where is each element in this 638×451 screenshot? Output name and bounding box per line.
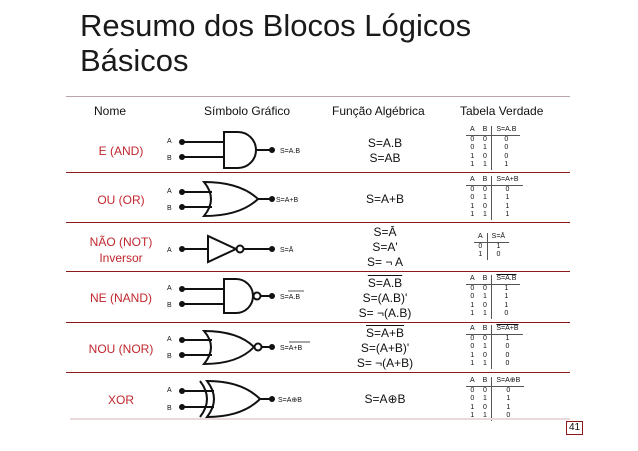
- header-function: Função Algébrica: [332, 104, 425, 118]
- footer-rule: [70, 418, 570, 420]
- expr-or: S=A+B: [365, 192, 405, 206]
- row-separator: [66, 322, 570, 323]
- title-line-1: Resumo dos Blocos Lógicos: [80, 8, 472, 43]
- row-name-not: NÃO (NOT)Inversor: [89, 235, 153, 265]
- output-label: S=A+B: [276, 197, 299, 204]
- nor-gate-icon: [182, 329, 272, 366]
- page-number: 41: [566, 421, 584, 435]
- xor-gate-icon: [182, 379, 272, 419]
- input-label-a: A: [167, 387, 172, 394]
- input-label-a: A: [167, 336, 172, 343]
- output-label: S=A.B: [280, 148, 300, 155]
- row-name-or: OU (OR): [97, 193, 145, 207]
- input-label-b: B: [167, 302, 172, 309]
- row-name-nand: NE (NAND): [90, 291, 152, 305]
- row-separator: [66, 172, 570, 173]
- row-separator: [66, 271, 570, 272]
- title-line-2: Básicos: [80, 43, 189, 78]
- input-label-b: B: [167, 205, 172, 212]
- header-truth-table: Tabela Verdade: [460, 104, 544, 118]
- output-label: S=Ā: [280, 246, 294, 254]
- row-name-nor: NOU (NOR): [88, 342, 154, 356]
- output-label: S=A.B: [280, 294, 300, 301]
- and-gate-icon: [182, 131, 272, 169]
- expr-xor: S=A⊕B: [364, 392, 406, 406]
- input-label-a: A: [167, 188, 172, 195]
- header-name: Nome: [94, 104, 127, 118]
- row-separator: [66, 372, 570, 373]
- row-name-xor: XOR: [107, 393, 134, 407]
- header-symbol: Símbolo Gráfico: [204, 104, 291, 118]
- input-label-b: B: [167, 353, 172, 360]
- input-label-a: A: [167, 247, 172, 254]
- slide-title: Resumo dos Blocos Lógicos Básicos: [80, 8, 471, 78]
- input-label-a: A: [167, 285, 172, 292]
- input-label-a: A: [167, 138, 172, 145]
- output-label: S=A⊕B: [278, 397, 302, 404]
- row-separator: [66, 222, 570, 223]
- title-rule: [66, 96, 570, 97]
- output-label: S=A+B: [280, 345, 303, 352]
- nand-gate-icon: [182, 278, 272, 314]
- or-gate-icon: [182, 180, 272, 218]
- input-label-b: B: [167, 405, 172, 412]
- not-gate-icon: [182, 234, 272, 264]
- input-label-b: B: [167, 155, 172, 162]
- row-name-and: E (AND): [98, 144, 144, 158]
